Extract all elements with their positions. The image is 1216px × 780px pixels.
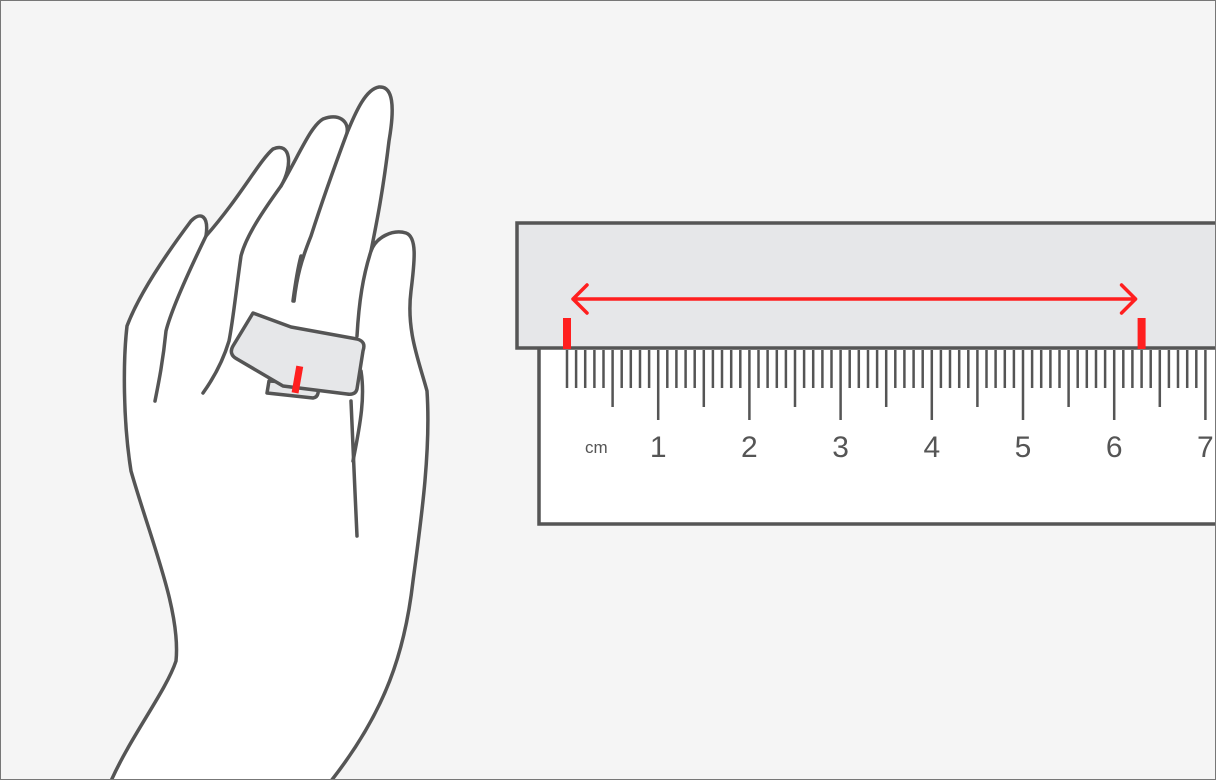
finger-line-2 bbox=[201, 184, 283, 395]
ruler-label-6: 6 bbox=[1106, 431, 1123, 464]
strip-mark bbox=[291, 365, 304, 394]
ruler-ticks bbox=[565, 350, 1207, 420]
measured-strip bbox=[515, 221, 1215, 350]
ruler-label-3: 3 bbox=[832, 431, 849, 464]
hand bbox=[110, 85, 430, 779]
measurement-indicator bbox=[563, 283, 1146, 349]
ruler-label-4: 4 bbox=[923, 431, 940, 464]
finger-line-7 bbox=[291, 254, 303, 303]
finger-line-5 bbox=[351, 369, 365, 463]
ruler-labels: 1 2 3 4 5 6 7 bbox=[650, 431, 1214, 464]
ruler-label-2: 2 bbox=[741, 431, 758, 464]
ruler-label-7: 7 bbox=[1197, 431, 1214, 464]
ruler-label-5: 5 bbox=[1015, 431, 1032, 464]
ruler-label-1: 1 bbox=[650, 431, 667, 464]
finger-line-1 bbox=[153, 234, 208, 403]
strip-front bbox=[229, 311, 366, 396]
paper-strip bbox=[229, 311, 366, 400]
finger-line-4 bbox=[355, 249, 373, 338]
double-arrow-icon bbox=[571, 283, 1138, 315]
measure-end-marker bbox=[1137, 318, 1146, 349]
finger-line-6 bbox=[349, 399, 359, 538]
hand-outline bbox=[110, 85, 430, 779]
unit-label: cm bbox=[585, 438, 608, 457]
measure-start-marker bbox=[563, 318, 571, 349]
